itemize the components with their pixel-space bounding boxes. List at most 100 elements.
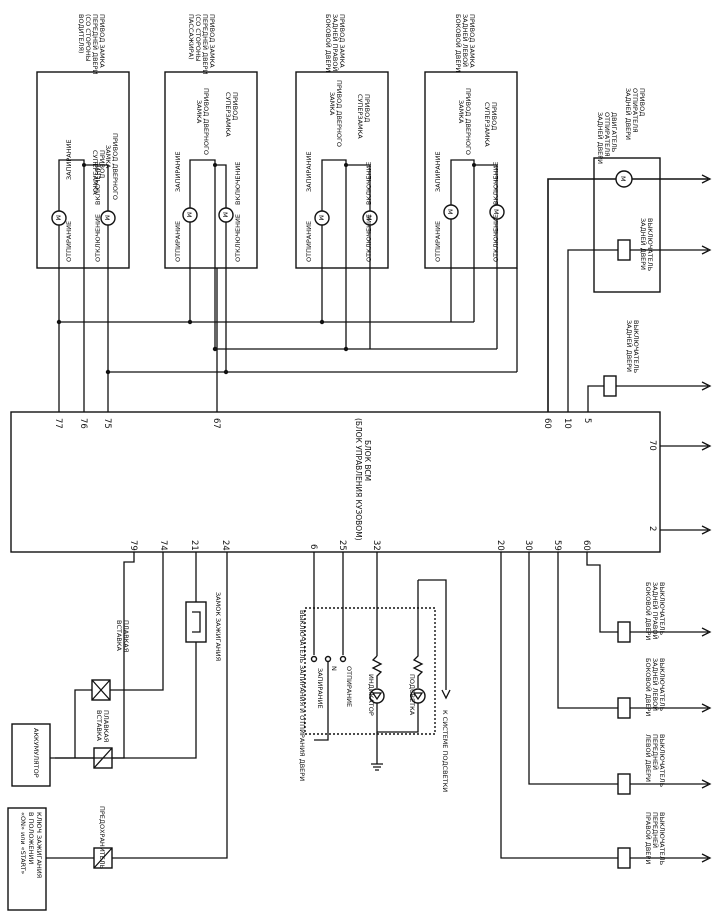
super-motor-label: СУПЕРЗАМКА	[483, 102, 491, 147]
actuator-title-line: ПЕРЕДНЕЙ ДВЕРИ	[91, 14, 100, 75]
rear-door-motor-label: ОТПИРАТЕЛЯ	[603, 112, 611, 157]
pin-label: 10	[562, 418, 572, 429]
motor-symbol: M	[365, 215, 373, 221]
pin-label: 70	[647, 440, 657, 451]
ignition-key-label: «ON» или «START»	[19, 812, 27, 874]
rear-door-switch-icon	[617, 239, 631, 261]
on-label: ВКЛЮЧЕНИЕ	[234, 162, 242, 205]
on-label: ВКЛЮЧЕНИЕ	[365, 162, 373, 205]
off-label: ОТКЛЮЧЕНИЕ	[492, 214, 500, 262]
bcm-title: БЛОК BCM	[363, 440, 372, 481]
lock-motor-label: ЗАМКА	[457, 100, 465, 124]
ignition-key-label: КЛЮЧ ЗАЖИГАНИЯ	[35, 812, 43, 878]
pin-label: 24	[220, 540, 230, 551]
door-switch-label: БОКОВОЙ ДВЕРИ	[644, 582, 653, 640]
door-switch-label: ПРАВОЙ ДВЕРИ	[644, 812, 653, 864]
lock-switch-box	[304, 607, 436, 735]
super-motor-label: ПРИВОД	[98, 150, 106, 178]
motor-symbol: M	[221, 212, 229, 218]
rear-door-title: ПРИВОД	[638, 88, 646, 116]
pin-label: 76	[78, 418, 88, 429]
actuator-title-line: ПАССАЖИРА)	[187, 14, 195, 60]
lock-switch-title: ВЫКЛЮЧАТЕЛЬ ЗАПИРАНИЯ И ОТПИРАНИЯ ДВЕРИ	[298, 610, 306, 781]
fusible-link-2-label: ПЛАВКАЯ	[102, 710, 110, 742]
bus-wires	[56, 268, 518, 412]
off-label: ОТКЛЮЧЕНИЕ	[365, 214, 373, 262]
rear-door-release: ПРИВОД ОТПИРАТЕЛЯ ЗАДНЕЙ ДВЕРИ ДВИГАТЕЛЬ…	[547, 88, 712, 412]
rear-door-box	[593, 157, 661, 293]
motor-symbol: M	[185, 212, 193, 218]
actuator-title-line: ЗАДНЕЙ ПРАВОЙ	[331, 14, 340, 71]
lock-label: ЗАПИРАНИЕ	[434, 151, 442, 192]
pin-label: 25	[337, 540, 347, 551]
lock-label: ЗАПИРАНИЕ	[174, 151, 182, 192]
door-switch-label: ЗАДНЕЙ ЛЕВОЙ	[651, 658, 660, 711]
door-switch-icon	[617, 773, 631, 795]
super-motor-label: СУПЕРЗАМКА	[224, 92, 232, 137]
lock-motor-label: ПРИВОД ДВЕРНОГО	[111, 133, 119, 200]
pin-label: 59	[552, 540, 562, 551]
pin-label: 77	[53, 418, 63, 429]
actuator-box	[36, 71, 130, 269]
backlight-label: ПОДСВЕТКА	[408, 674, 416, 716]
door-switch-label: ПЕРЕДНЕЙ	[651, 734, 660, 770]
power-supply: ПЛАВКАЯ ВСТАВКА ПЛАВКАЯ ВСТАВКА АККУМУЛЯ…	[7, 552, 228, 911]
unlock-position-label: ОТПИРАНИЕ	[345, 666, 353, 707]
super-motor-label: ПРИВОД	[231, 92, 239, 120]
unlock-label: ОТПИРАНИЕ	[65, 221, 73, 262]
ignition-lock-label: ЗАМОК ЗАЖИГАНИЯ	[214, 592, 222, 661]
unlock-label: ОТПИРАНИЕ	[174, 221, 182, 262]
door-switch-label: ВЫКЛЮЧАТЕЛЬ	[658, 734, 666, 787]
door-switch-icon	[617, 621, 631, 643]
ignition-key-label: В ПОЛОЖЕНИИ	[27, 812, 35, 864]
indicator-label: ИНДИКАТОР	[367, 674, 375, 716]
pin-label: 79	[128, 540, 138, 551]
super-motor-label: ПРИВОД	[490, 102, 498, 130]
door-switch-label: ВЫКЛЮЧАТЕЛЬ	[658, 812, 666, 865]
actuator-title-line: ПЕРЕДНЕЙ ДВЕРИ	[201, 14, 210, 75]
door-switch-icon	[617, 847, 631, 869]
rear-door-title: ОТПИРАТЕЛЯ	[631, 88, 639, 133]
rear-door-motor-label: ЗАДНЕЙ ДВЕРИ	[596, 112, 605, 164]
actuator-title-line: БОКОВОЙ ДВЕРИ	[324, 14, 333, 72]
actuator-title-line: ВОДИТЕЛЯ)	[77, 14, 85, 54]
pin-label: 60	[542, 418, 552, 429]
motor-symbol: M	[317, 215, 325, 221]
super-motor-label: СУПЕРЗАМКА	[91, 150, 99, 195]
super-motor-label: ПРИВОД	[363, 94, 371, 122]
actuator-box	[424, 71, 518, 269]
door-switch-label: ЛЕВОЙ ДВЕРИ	[644, 734, 653, 782]
door-switch-label: ВЫКЛЮЧАТЕЛЬ	[658, 658, 666, 711]
lock-motor-label: ПРИВОД ДВЕРНОГО	[335, 80, 343, 147]
lock-motor-label: ПРИВОД ДВЕРНОГО	[464, 88, 472, 155]
lock-motor-label: ЗАМКА	[328, 92, 336, 116]
rear-door-motor-label: ДВИГАТЕЛЬ	[610, 112, 618, 152]
actuator-front-passenger: ПРИВОД ЗАМКА ПЕРЕДНЕЙ ДВЕРИ (СО СТОРОНЫ …	[164, 14, 258, 269]
actuator-rear-right: ПРИВОД ЗАМКА ЗАДНЕЙ ПРАВОЙ БОКОВОЙ ДВЕРИ…	[295, 14, 389, 269]
actuator-title-line: ПРИВОД ЗАМКА	[468, 14, 476, 68]
lock-motor-label: ЗАМКА	[104, 145, 112, 169]
actuator-title-line: ПРИВОД ЗАМКА	[98, 14, 106, 68]
unlock-label: ОТПИРАНИЕ	[434, 221, 442, 262]
lock-motor-label: ЗАМКА	[195, 100, 203, 124]
lock-motor-label: ПРИВОД ДВЕРНОГО	[202, 88, 210, 155]
pin-label: 21	[189, 540, 199, 551]
door-switch-label: ПЕРЕДНЕЙ	[651, 812, 660, 848]
pin-label: 5	[582, 418, 592, 423]
actuator-title-line: ПРИВОД ЗАМКА	[208, 14, 216, 68]
door-lock-switch: ВЫКЛЮЧАТЕЛЬ ЗАПИРАНИЯ И ОТПИРАНИЯ ДВЕРИ …	[298, 552, 451, 792]
motor-symbol: M	[492, 209, 500, 215]
door-switch-label: БОКОВОЙ ДВЕРИ	[644, 658, 653, 716]
ignition-lock-icon	[185, 601, 207, 643]
bcm-subtitle: (БЛОК УПРАВЛЕНИЯ КУЗОВОМ)	[354, 418, 363, 541]
off-label: ОТКЛЮЧЕНИЕ	[94, 214, 102, 262]
rear-door-switch-label: ВЫКЛЮЧАТЕЛЬ	[646, 218, 654, 271]
pin-label: 74	[158, 540, 168, 551]
pin-label: 75	[102, 418, 112, 429]
ignition-key-box	[7, 807, 47, 911]
on-label: ВКЛЮЧЕНИЕ	[492, 162, 500, 205]
fusible-link-label: ВСТАВКА	[115, 620, 123, 651]
pin-label: 67	[211, 418, 221, 429]
off-label: ОТКЛЮЧЕНИЕ	[234, 214, 242, 262]
